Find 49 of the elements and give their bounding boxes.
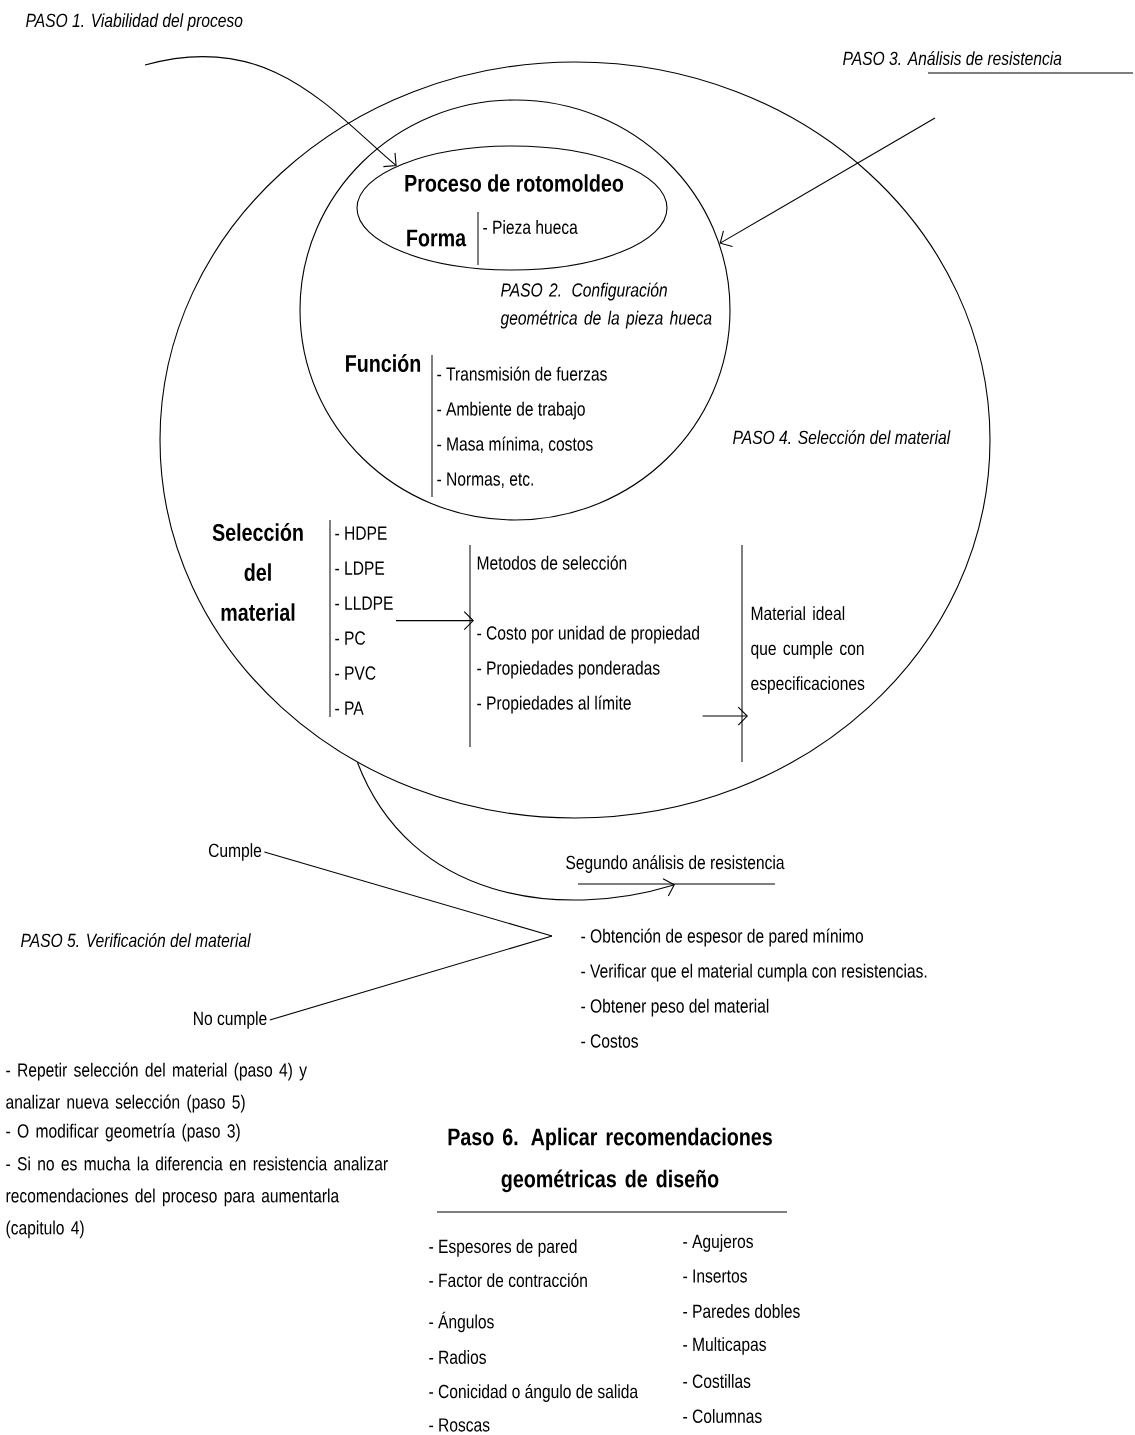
list-item: - O modificar geometría (paso 3) <box>6 1123 240 1142</box>
arrow <box>144 55 397 168</box>
arrow <box>356 761 675 901</box>
list-item: - Insertos <box>683 1269 747 1283</box>
list-item: - Si no es mucha la diferencia en resistencia analizar recomendaciones del proceso para aumentarla (capitulo 4) <box>6 1156 388 1239</box>
outcome-label: Cumple <box>208 843 262 861</box>
arrow <box>719 117 936 247</box>
list-item: - Paredes dobles <box>683 1304 800 1318</box>
outcome-label: No cumple <box>194 1011 267 1029</box>
list-item: - Columnas <box>683 1409 762 1423</box>
text-block: Material ideal que cumple con especificaciones <box>741 544 865 763</box>
underlined-heading: Paso 6. Aplicar recomendaciones geométricas de diseño <box>436 1127 788 1213</box>
bullet-list: - Pieza hueca <box>477 211 578 266</box>
heading: Forma <box>407 229 467 247</box>
node-label: - Masa mínima, costos <box>437 436 593 453</box>
list-item: - Costillas <box>683 1374 751 1388</box>
node-label: - LDPE <box>335 561 385 575</box>
list-item: - Conicidad o ángulo de salida <box>429 1384 639 1402</box>
bullet-list: Metodos de selección - Costo por unidad de propiedad - Propiedades ponderadas - Propiedades al límite <box>469 544 699 748</box>
bullet-list: - Obtención de espesor de pared mínimo - Verificar que el material cumpla con resistencias. - Obtener peso del material - Costos <box>581 928 927 1048</box>
step-label: PASO 3. Análisis de resistencia <box>843 50 1134 74</box>
list-item: - Ángulos <box>429 1311 494 1333</box>
node-label: - Normas, etc. <box>437 472 533 488</box>
bullet-list: - HDPE - LDPE - LLDPE - PC - PVC - PA <box>329 519 393 718</box>
step-label: PASO 2. Configuración geométrica de la pieza hueca <box>500 282 712 329</box>
list-item: - Agujeros <box>683 1234 753 1252</box>
heading: Función <box>346 354 421 372</box>
list-item: - Espesores de pared <box>429 1239 577 1257</box>
underlined-heading: Segundo análisis de resistencia <box>566 855 785 885</box>
step-label: PASO 1. Viabilidad del proceso <box>26 13 243 31</box>
node-label: - Ambiente de trabajo <box>437 401 585 420</box>
node-label: - Transmisión de fuerzas <box>437 366 607 381</box>
node-label: - HDPE <box>335 526 387 540</box>
arrow <box>702 706 748 726</box>
list-item: - Radios <box>429 1350 486 1364</box>
list-item: - Repetir selección del material (paso 4) y analizar nueva selección (paso 5) <box>6 1062 307 1113</box>
node-label: - PA <box>335 701 364 715</box>
step-label: PASO 5. Verificación del material <box>21 932 251 948</box>
node-label: - PVC <box>335 666 376 680</box>
node-label: - PC <box>335 631 366 645</box>
list-item: - Factor de contracción <box>429 1272 587 1288</box>
arrow <box>395 611 474 631</box>
list-item: - Roscas <box>429 1418 490 1432</box>
heading: Selección del material <box>212 523 303 621</box>
heading: Proceso de rotomoldeo <box>405 174 624 192</box>
node-label: - LLDPE <box>335 596 393 610</box>
bullet-list: - Transmisión de fuerzas - Ambiente de trabajo - Masa mínima, costos - Normas, etc. <box>431 354 607 498</box>
list-item: - Multicapas <box>683 1337 766 1355</box>
step-label: PASO 4. Selección del material <box>733 429 951 445</box>
